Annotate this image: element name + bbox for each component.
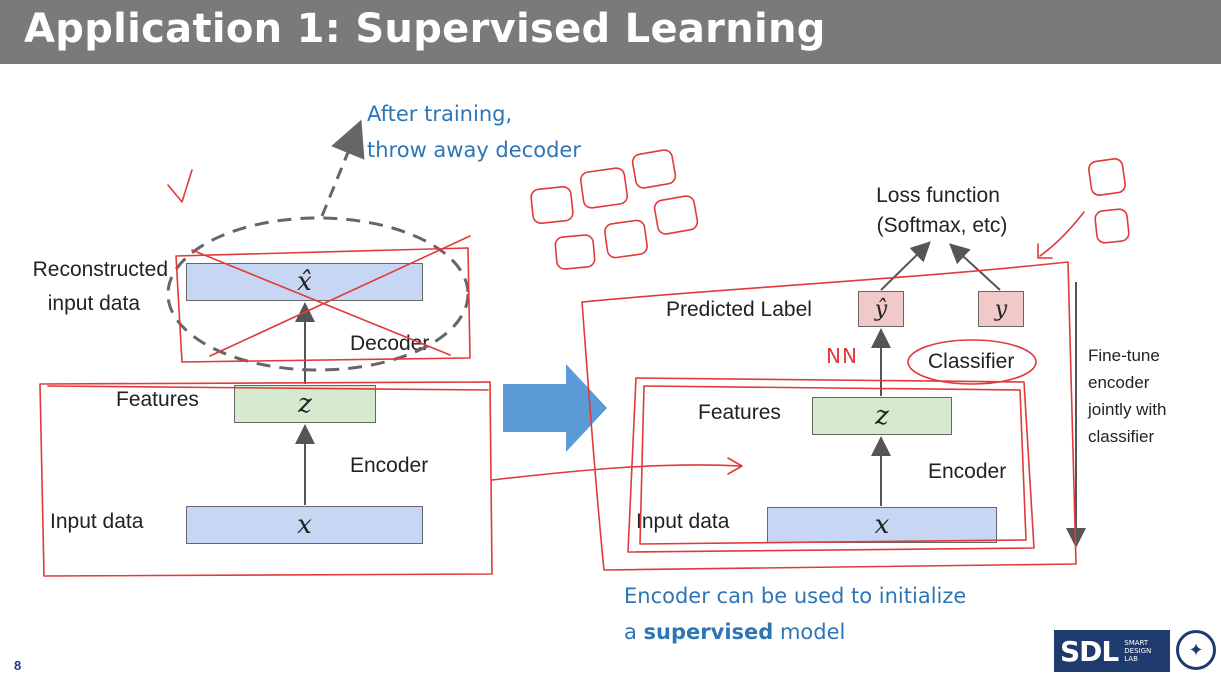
fine-tune-note: Fine-tune encoder jointly with classifie… [1088,342,1166,450]
note-line2-bold: supervised [643,620,774,644]
note-encoder-init: Encoder can be used to initialize a supe… [624,578,966,650]
logo-main-text: SDL [1060,634,1119,668]
y-box: y [978,291,1024,327]
note-encoder-init-line2: a supervised model [624,614,966,650]
classifier-label: Classifier [928,350,1015,373]
cross-stroke-1 [191,249,451,356]
logo-sub-3: LAB [1124,655,1138,663]
left-encoder-box-annotation [39,381,493,577]
sdl-logo: SDL SMART DESIGN LAB [1054,630,1170,672]
note-after-training-line1: After training, [367,102,513,126]
predicted-label-text: Predicted Label [666,298,812,321]
transfer-arrow-annotation [491,464,741,481]
nn-annotation: NN [826,344,858,368]
logo-sub-text: SMART DESIGN LAB [1124,639,1151,663]
note-after-training-line2: throw away decoder [367,138,581,162]
note-after-training: After training, throw away decoder [367,96,581,168]
reconstructed-label-line1: Reconstructed [32,258,168,281]
right-model-outline-annotation [581,261,1077,571]
loss-function-line2: (Softmax, etc) [876,214,1008,237]
big-transition-arrow [503,364,607,452]
dashed-arrow-to-note [320,119,365,217]
slide-title: Application 1: Supervised Learning [24,6,826,52]
left-features-box: z [234,385,376,423]
yhat-to-loss-arrow [880,241,931,291]
fine-tune-line1: Fine-tune [1088,346,1160,365]
checkmark-annotation [167,169,193,203]
y-to-loss-arrow [949,243,1001,291]
note-encoder-init-line1: Encoder can be used to initialize [624,584,967,608]
decoder-box-annotation [175,247,471,363]
red-annotations [39,149,1130,577]
right-features-label: Features [698,401,781,424]
classifier-circle-annotation [907,339,1037,385]
right-encoder-box-annotation [627,377,1035,553]
right-input-label: Input data [636,510,730,533]
cross-stroke-2 [209,235,471,357]
left-input-label: Input data [50,510,144,533]
slide-header: Application 1: Supervised Learning [0,0,1221,64]
fine-tune-line3: jointly with [1088,400,1167,419]
university-seal-icon: ✦ [1176,630,1216,670]
logo-sub-1: SMART [1124,639,1149,647]
reconstructed-label-line2: input data [47,292,140,315]
decoder-dashed-ellipse [166,216,470,372]
left-input-box: x [186,506,423,544]
left-features-label: Features [116,388,199,411]
fine-tune-line4: classifier [1088,427,1155,446]
left-encoder-label: Encoder [350,454,429,477]
fine-tune-line2: encoder [1088,373,1150,392]
right-encoder-label: Encoder [928,460,1007,483]
loss-function-line1: Loss function [876,184,1000,207]
logo-sub-2: DESIGN [1124,647,1152,655]
note-line2-pre: a [624,620,644,644]
right-input-box: x [767,507,997,543]
reconstructed-box: x̂ [186,263,423,301]
right-features-box: z [812,397,952,435]
page-number: 8 [14,658,22,673]
y-hat-box: ŷ [858,291,904,327]
note-line2-post: model [773,620,846,644]
